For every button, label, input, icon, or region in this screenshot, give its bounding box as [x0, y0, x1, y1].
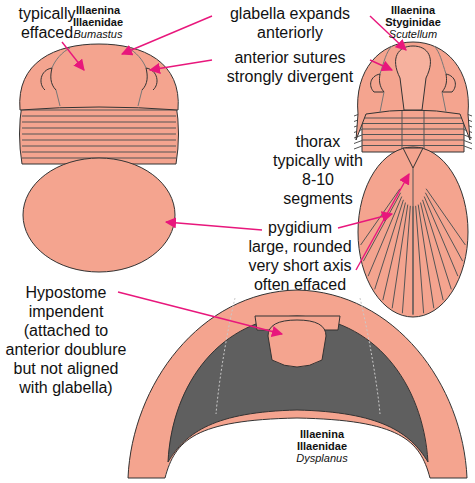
segment-stroke [22, 140, 176, 141]
segment-stroke [22, 110, 176, 111]
segment-stroke [22, 116, 176, 117]
segment-stroke [464, 146, 472, 149]
segment-stroke [362, 123, 464, 124]
segment-stroke [416, 206, 424, 313]
segment-stroke [362, 145, 464, 146]
segment-stroke [392, 205, 408, 309]
scutellum-figure [354, 42, 472, 317]
taxon-label: Styginidae [368, 16, 458, 28]
feature-label: typically effaced [2, 4, 92, 42]
segment-stroke [368, 197, 402, 277]
feature-label: glabella expands anteriorly [210, 4, 370, 42]
feature-label: thorax typically with 8-10 segments [273, 132, 363, 208]
feature-label: pygidium large, rounded very short axis … [247, 218, 353, 294]
segment-stroke [362, 134, 464, 135]
segment-stroke [22, 122, 176, 123]
segment-stroke [362, 129, 464, 130]
genus-label: Scutellum [368, 28, 458, 40]
segment-stroke [418, 205, 434, 309]
segment-stroke [362, 118, 464, 119]
segment-stroke [383, 203, 406, 301]
taxon-label: Illaenina [368, 4, 458, 16]
segment-stroke [22, 134, 176, 135]
segment-stroke [464, 141, 472, 144]
feature-label: Hypostome impendent (attached to anterio… [2, 283, 130, 397]
segment-stroke [354, 141, 362, 144]
segment-stroke [424, 197, 458, 277]
leader-arrows [62, 16, 409, 334]
dysplanus-figure [128, 290, 467, 478]
feature-label: anterior sutures strongly divergent [210, 48, 370, 86]
segment-stroke [362, 140, 464, 141]
segment-stroke [426, 189, 465, 245]
taxon-label: Illaenidae [277, 440, 367, 452]
segment-stroke [354, 146, 362, 149]
bumastus-figure [20, 44, 179, 272]
taxon-label: Illaenina [277, 428, 367, 440]
segment-stroke [363, 193, 400, 261]
segment-stroke [421, 203, 444, 301]
segment-stroke [22, 128, 176, 129]
segment-stroke [402, 206, 410, 313]
genus-label: Dysplanus [277, 452, 367, 464]
segment-stroke [423, 200, 452, 290]
segment-stroke [22, 152, 176, 153]
segment-stroke [413, 168, 414, 314]
segment-stroke [22, 146, 176, 147]
